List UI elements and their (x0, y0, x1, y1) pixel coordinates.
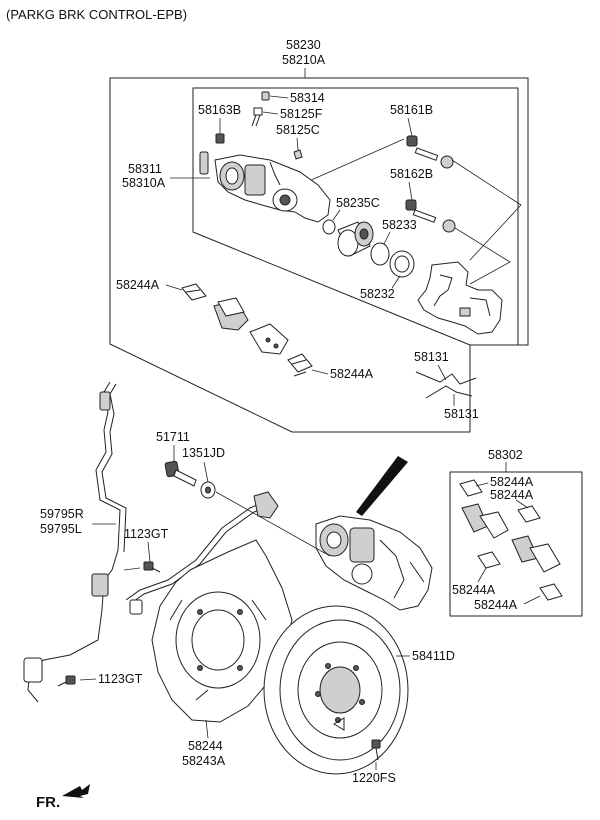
label-58244a-lower: 58244A (330, 367, 374, 381)
label-58314: 58314 (290, 91, 325, 105)
label-58235c: 58235C (336, 196, 380, 210)
label-58131-lower: 58131 (444, 407, 479, 421)
assembled-caliper-part (315, 515, 433, 611)
label-1220fs: 1220FS (352, 771, 396, 785)
label-58243a: 58243A (182, 754, 226, 768)
pad-shim-upper-part (181, 283, 207, 301)
pad-kit-parts (459, 479, 563, 601)
label-kit-58244a-2: 58244A (490, 488, 534, 502)
label-58244a-upper: 58244A (116, 278, 160, 292)
label-58233: 58233 (382, 218, 417, 232)
label-kit-58244a-3: 58244A (452, 583, 496, 597)
caliper-carrier-part (417, 261, 503, 335)
washer-part (200, 481, 216, 499)
dust-cover-part (151, 539, 293, 723)
label-58125c: 58125C (276, 123, 320, 137)
piston-part (337, 221, 374, 257)
label-1123gt-upper: 1123GT (124, 527, 169, 541)
label-1351jd: 1351JD (182, 446, 225, 460)
bolt-1123gt-upper-part (143, 561, 161, 573)
piston-seal-part (322, 219, 336, 235)
spring-part (415, 371, 477, 399)
label-58210a: 58210A (282, 53, 326, 67)
direction-label: FR. (36, 794, 60, 811)
guide-rod-lower-part (405, 199, 456, 233)
label-59795r: 59795R (40, 507, 84, 521)
label-58163b: 58163B (198, 103, 241, 117)
diagram-title: (PARKG BRK CONTROL-EPB) (6, 7, 187, 22)
label-59795l: 59795L (40, 522, 82, 536)
disc-screw-part (371, 739, 381, 761)
assembly-arrow-icon (356, 456, 408, 516)
brake-pad-outer-part (249, 323, 289, 355)
label-58311: 58311 (128, 162, 162, 176)
brake-pad-inner-part (213, 297, 249, 331)
front-arrow-icon (62, 784, 90, 798)
label-51711: 51711 (156, 430, 190, 444)
pad-shim-lower-part (287, 353, 313, 377)
label-58232: 58232 (360, 287, 395, 301)
pad-kit-frame (449, 471, 583, 617)
brake-disc-part (263, 605, 409, 775)
label-58310a: 58310A (122, 176, 166, 190)
label-58230: 58230 (286, 38, 321, 52)
label-58131-upper: 58131 (414, 350, 449, 364)
label-kit-58244a-1: 58244A (490, 475, 534, 489)
label-58125f: 58125F (280, 107, 323, 121)
label-58162b: 58162B (390, 167, 433, 181)
label-58302: 58302 (488, 448, 523, 462)
boot-part (389, 250, 415, 278)
caliper-body-part (199, 151, 331, 223)
label-1123gt-lower: 1123GT (98, 672, 143, 686)
guide-rod-upper-part (406, 135, 454, 169)
wheel-speed-sensor-part (23, 381, 279, 703)
bolt-51711-part (164, 460, 197, 487)
bleeder-plug-part (251, 91, 303, 160)
piston-ring-part (370, 242, 390, 266)
bolt-1123gt-lower-part (57, 675, 76, 687)
bolt-58163b-part (215, 118, 225, 144)
label-kit-58244a-4: 58244A (474, 598, 518, 612)
label-58161b: 58161B (390, 103, 433, 117)
label-58411d: 58411D (412, 649, 455, 663)
label-58244: 58244 (188, 739, 223, 753)
caliper-assembly-frame (109, 77, 529, 433)
